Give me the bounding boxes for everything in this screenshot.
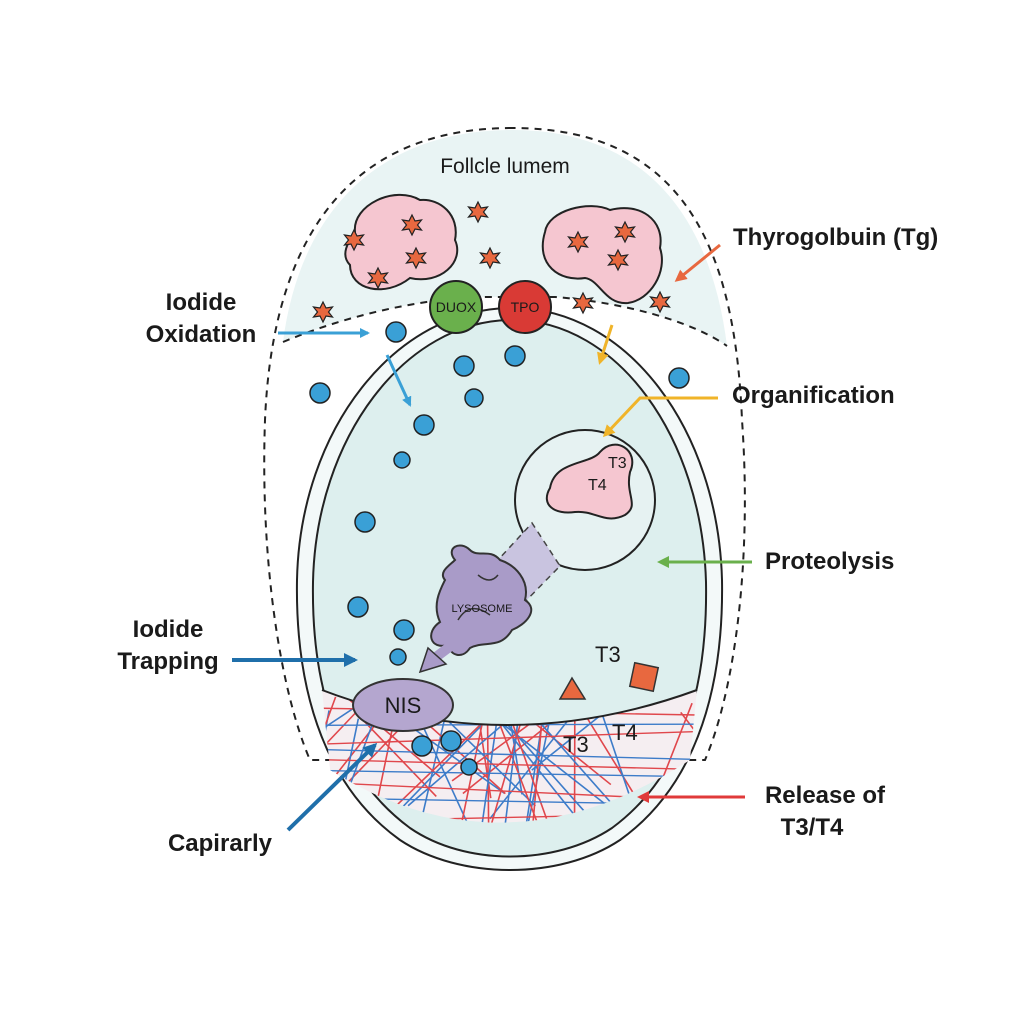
lysosome-label: LYSOSOME: [452, 603, 513, 615]
iodide-ions: [309, 321, 690, 776]
t3-product-label-a: T3: [595, 642, 621, 667]
follicle-lumen-label: Follcle lumem: [440, 155, 570, 178]
capillary-vessel-line: [453, 706, 487, 823]
capillary-vessel-line: [322, 730, 697, 746]
capillary-vessel-line: [322, 702, 365, 780]
t4-product-label: T4: [612, 720, 638, 745]
duox-label: DUOX: [436, 299, 477, 315]
tpo-label: TPO: [511, 299, 540, 315]
organification-arrow: [602, 396, 718, 438]
iodide-diffusion-arrow: [385, 354, 412, 407]
proteolysis-label: Proteolysis: [765, 548, 894, 575]
capillary-vessel-line: [527, 708, 657, 823]
capillary-vessel-line: [322, 769, 697, 778]
tpo-enzyme: [498, 280, 552, 334]
nis-label: NIS: [385, 693, 422, 718]
thyroglobulin-arrow: [674, 243, 721, 282]
t3-triangle: [558, 676, 587, 700]
vesicle-thyroglobulin: [545, 443, 634, 520]
release-label-line2: T3/T4: [781, 814, 844, 841]
organification-label: Organification: [732, 382, 895, 409]
capillary-vessel-line: [524, 714, 612, 786]
nis-transporter: [352, 678, 454, 732]
lysosome-fold-1: [457, 607, 491, 621]
capillary-vessel-line: [489, 706, 580, 820]
thyroglobulin-blob-left: [344, 193, 459, 291]
vesicle-t4-label: T4: [588, 477, 607, 494]
iodide-trapping-label-line1: Iodide: [133, 616, 204, 643]
lysosome-arrowhead: [418, 646, 448, 674]
capillary-vessel-line: [489, 699, 554, 823]
t4-square: [628, 661, 660, 693]
capillary-vessel-line: [508, 713, 563, 823]
lysosome: [430, 544, 533, 656]
thyroglobulin-label: Thyrogolbuin (Tg): [733, 224, 938, 251]
vesicle-t3-label: T3: [608, 455, 627, 472]
capillary-vessel-line: [322, 758, 697, 771]
capillary-vessel-line: [359, 716, 437, 798]
capillary-vessel-line: [343, 718, 360, 790]
capillary-arrow: [286, 742, 378, 832]
capillary-vessel-line: [230, 711, 320, 840]
release-label-line1: Release of: [765, 782, 886, 809]
iodide-oxidation-label-line1: Iodide: [166, 289, 237, 316]
capillary-label: Capirarly: [168, 830, 273, 857]
t3-product-label-b: T3: [563, 732, 589, 757]
iodide-oxidation-label-line2: Oxidation: [146, 321, 257, 348]
duox-enzyme: [429, 280, 483, 334]
iodide-trapping-label-line2: Trapping: [117, 648, 218, 675]
capillary-vessel-line: [322, 696, 337, 800]
lysosome-fold-2: [477, 574, 499, 581]
organification-arrow-down: [597, 324, 614, 365]
